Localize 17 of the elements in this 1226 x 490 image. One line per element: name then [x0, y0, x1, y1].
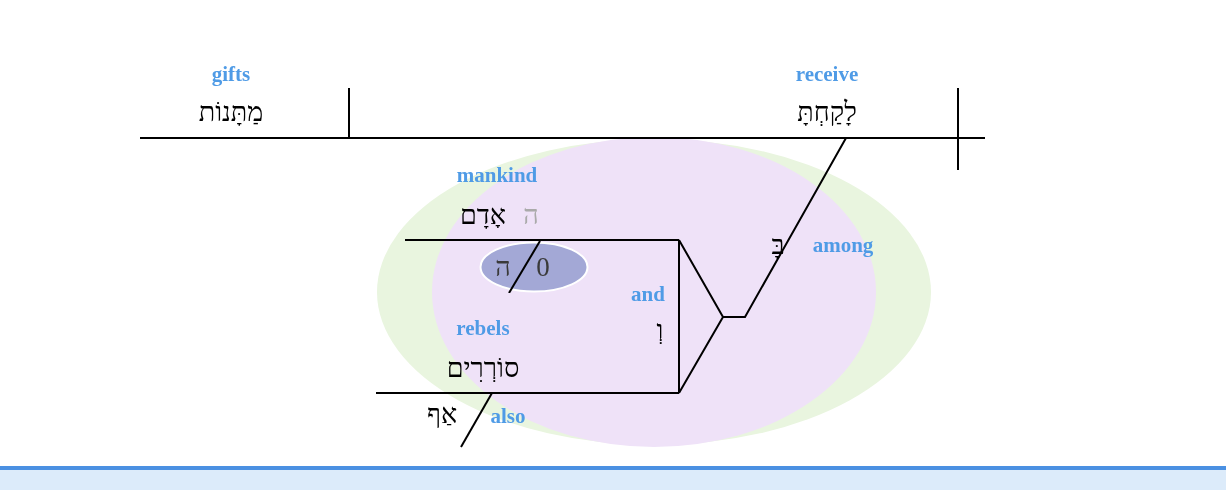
- hebrew-word: אָדָם: [460, 201, 506, 229]
- hebrew-word: לָקַחְתָּ: [797, 98, 857, 126]
- hebrew-word: אַף: [426, 400, 458, 428]
- english-gloss: and: [631, 283, 665, 305]
- english-gloss: rebels: [456, 317, 510, 339]
- english-gloss: gifts: [211, 63, 251, 85]
- english-gloss: mankind: [456, 164, 538, 186]
- article-letter: ה: [495, 253, 511, 281]
- highlight-oval: [479, 241, 589, 293]
- english-gloss: among: [812, 234, 874, 256]
- english-gloss: also: [490, 405, 526, 427]
- article-letter: ה: [523, 201, 539, 229]
- hebrew-word: סוֹרְרִים: [446, 354, 520, 382]
- hebrew-word: מַתָּנוֹת: [198, 98, 264, 126]
- hebrew-word: וְ: [656, 316, 664, 344]
- english-gloss: receive: [795, 63, 859, 85]
- zero-mark: 0: [536, 253, 550, 281]
